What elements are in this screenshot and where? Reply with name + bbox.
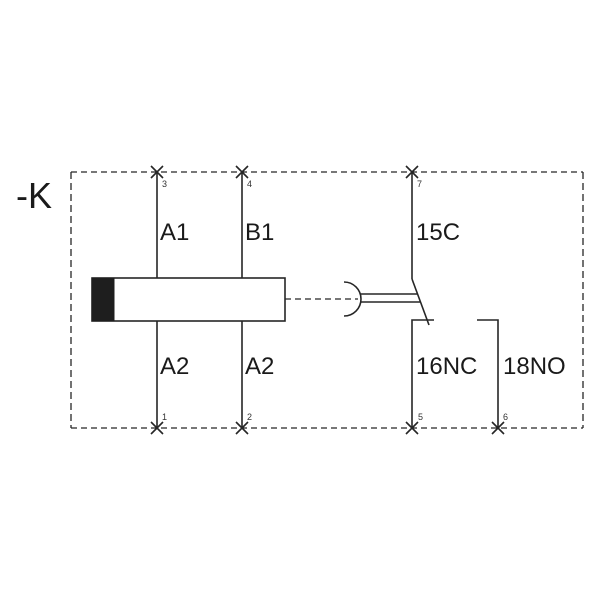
terminal-cross-1: [150, 421, 164, 435]
contact-lever: [411, 278, 430, 326]
wire-nc: [411, 319, 434, 428]
terminal-number: 2: [247, 412, 252, 422]
coil-body: [91, 277, 286, 322]
terminal-cross-3: [150, 165, 164, 179]
coil: [91, 277, 286, 322]
device-tag: -K: [16, 175, 52, 216]
terminal-number: 7: [417, 179, 422, 189]
terminal-label: 16NC: [416, 353, 477, 380]
coil-marker: [91, 277, 115, 322]
terminal-cross-2: [235, 421, 249, 435]
wire-no: [477, 319, 499, 428]
terminal-number: 3: [162, 179, 167, 189]
terminal-cross-6: [491, 421, 505, 435]
terminal-cross-7: [405, 165, 419, 179]
linkage-actuator-arc: [343, 281, 362, 317]
terminal-cross-5: [405, 421, 419, 435]
terminal-label: A2: [245, 353, 274, 380]
terminal-number: 5: [418, 412, 423, 422]
terminal-number: 4: [247, 179, 252, 189]
terminal-label: 15C: [416, 219, 460, 246]
terminal-number: 6: [503, 412, 508, 422]
terminal-cross-4: [235, 165, 249, 179]
terminal-number: 1: [162, 412, 167, 422]
terminal-label: B1: [245, 219, 274, 246]
mechanical-linkage: [285, 281, 420, 317]
terminal-label: 18NO: [503, 353, 566, 380]
changeover-contact: [411, 172, 499, 428]
terminal-label: A2: [160, 353, 189, 380]
terminal-label: A1: [160, 219, 189, 246]
terminals: [150, 165, 505, 435]
